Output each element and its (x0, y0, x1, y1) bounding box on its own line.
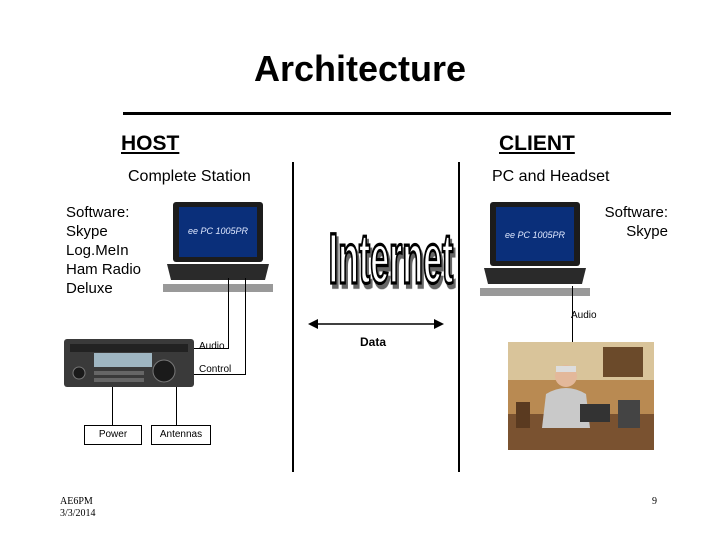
host-audio-label: Audio (199, 341, 225, 352)
client-divider (458, 162, 460, 472)
transceiver-radio (64, 339, 194, 387)
data-arrow (308, 319, 444, 329)
client-laptop-brand: ee PC 1005PR (504, 230, 566, 240)
title-rule (123, 112, 671, 115)
client-subtitle: PC and Headset (492, 168, 610, 185)
host-heading: HOST (121, 132, 180, 155)
host-audio-wire-h (190, 348, 229, 349)
internet-label: Internet (329, 218, 454, 298)
operator-photo-image (508, 342, 654, 450)
internet-wordmark: Internet (328, 217, 455, 300)
host-audio-wire (228, 278, 229, 348)
host-divider (292, 162, 294, 472)
host-laptop-brand: ee PC 1005PR (187, 226, 249, 236)
client-operator-photo (508, 342, 654, 450)
footer-date: 3/3/2014 (60, 508, 96, 519)
footer-callsign: AE6PM (60, 496, 93, 507)
antennas-box: Antennas (151, 425, 211, 445)
client-software-list: Software: Skype (604, 204, 668, 240)
client-audio-label: Audio (571, 310, 597, 321)
slide-title: Architecture (253, 48, 467, 89)
antennas-wire (176, 387, 177, 425)
client-audio-wire (572, 286, 573, 342)
power-wire (112, 387, 113, 425)
laptop-icon (163, 202, 273, 292)
host-control-wire-h (190, 374, 246, 375)
client-laptop: ee PC 1005PR (480, 200, 590, 300)
client-heading: CLIENT (499, 132, 575, 155)
host-control-label: Control (199, 364, 232, 375)
page-number: 9 (652, 496, 657, 507)
data-label: Data (360, 335, 387, 349)
laptop-icon (480, 202, 590, 296)
host-control-wire (245, 278, 246, 374)
host-subtitle: Complete Station (128, 168, 251, 185)
power-box: Power (84, 425, 142, 445)
host-laptop: ee PC 1005PR (163, 200, 273, 296)
radio-icon (64, 339, 194, 387)
host-software-list: Software: Skype Log.MeIn Ham Radio Delux… (66, 204, 142, 297)
